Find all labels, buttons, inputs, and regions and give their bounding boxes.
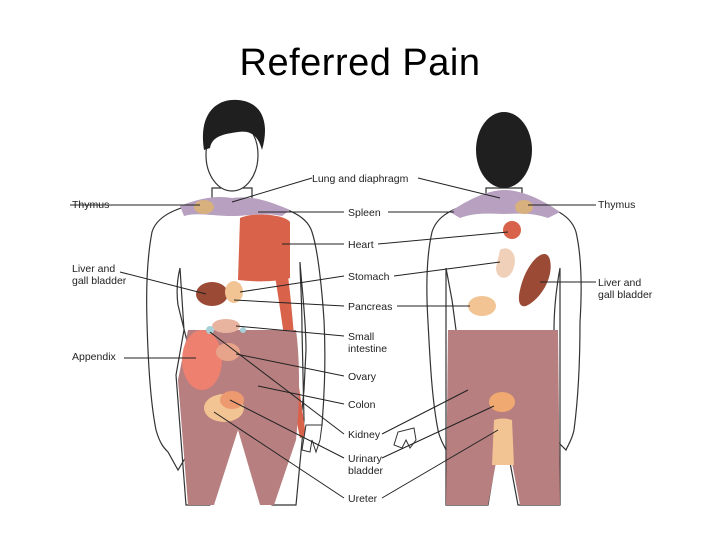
page-title: Referred Pain	[239, 42, 481, 84]
back-bladder	[489, 392, 515, 412]
front-bladder-inner	[220, 391, 244, 409]
line-lung-left	[231, 177, 313, 203]
back-ureter-area	[492, 418, 514, 465]
label-colon: Colon	[348, 399, 376, 411]
line-colon	[257, 385, 345, 405]
label-heart: Heart	[348, 239, 374, 251]
label-liver-gb-left-line1: Liver and	[72, 263, 115, 275]
front-right-hand	[301, 424, 323, 454]
label-small-intestine-line1: Small	[348, 331, 374, 343]
label-kidney: Kidney	[348, 429, 381, 441]
line-lung-right	[417, 177, 501, 199]
line-small-intestine	[235, 325, 345, 337]
front-ureter-dot-2	[240, 327, 246, 333]
back-figure	[393, 112, 582, 506]
line-kidney-right	[381, 389, 469, 435]
line-stomach-left	[239, 275, 345, 293]
label-thymus-right: Thymus	[598, 199, 635, 211]
label-small-intestine-line2: intestine	[348, 343, 387, 355]
label-urinary-bladder-line1: Urinary	[348, 453, 383, 465]
line-kidney-left	[209, 331, 345, 435]
label-liver-gb-right-line1: Liver and	[598, 277, 641, 289]
line-pancreas-left	[233, 299, 345, 307]
line-ovary	[235, 353, 345, 377]
label-liver-gb-right-line2: gall bladder	[598, 289, 653, 301]
front-hair	[202, 99, 265, 150]
label-appendix: Appendix	[72, 351, 117, 363]
back-stomach	[496, 248, 515, 278]
front-ureter-dot	[206, 326, 214, 334]
line-ureter-left	[213, 411, 345, 499]
line-bladder-left	[229, 399, 345, 459]
line-ureter-right	[381, 429, 499, 499]
callout-lines	[70, 177, 596, 499]
back-thymus	[515, 200, 533, 214]
label-liver-gb-left-line2: gall bladder	[72, 275, 127, 287]
line-bladder-right	[381, 405, 495, 459]
label-urinary-bladder-line2: bladder	[348, 465, 384, 477]
back-pancreas	[468, 296, 496, 316]
back-abdomen-area	[446, 330, 560, 505]
front-stomach	[225, 281, 243, 303]
label-pancreas: Pancreas	[348, 301, 392, 313]
front-ovary	[216, 343, 240, 361]
back-neck-band	[450, 190, 560, 218]
front-liver	[196, 282, 228, 306]
front-appendix	[182, 330, 222, 390]
line-liver-left	[119, 271, 207, 295]
label-stomach: Stomach	[348, 271, 390, 283]
label-spleen: Spleen	[348, 207, 381, 219]
label-thymus-left: Thymus	[72, 199, 109, 211]
back-left-hand	[393, 427, 417, 449]
front-figure	[146, 99, 326, 506]
label-ovary: Ovary	[348, 371, 377, 383]
label-ureter: Ureter	[348, 493, 378, 505]
front-thymus	[194, 200, 214, 214]
label-lung-and-diaphragm: Lung and diaphragm	[312, 173, 409, 185]
line-heart-right	[377, 231, 509, 245]
back-heart	[503, 221, 521, 239]
line-stomach-right	[393, 261, 501, 277]
front-small-intestine	[212, 319, 240, 333]
back-liver	[518, 253, 551, 307]
back-head	[476, 112, 532, 188]
